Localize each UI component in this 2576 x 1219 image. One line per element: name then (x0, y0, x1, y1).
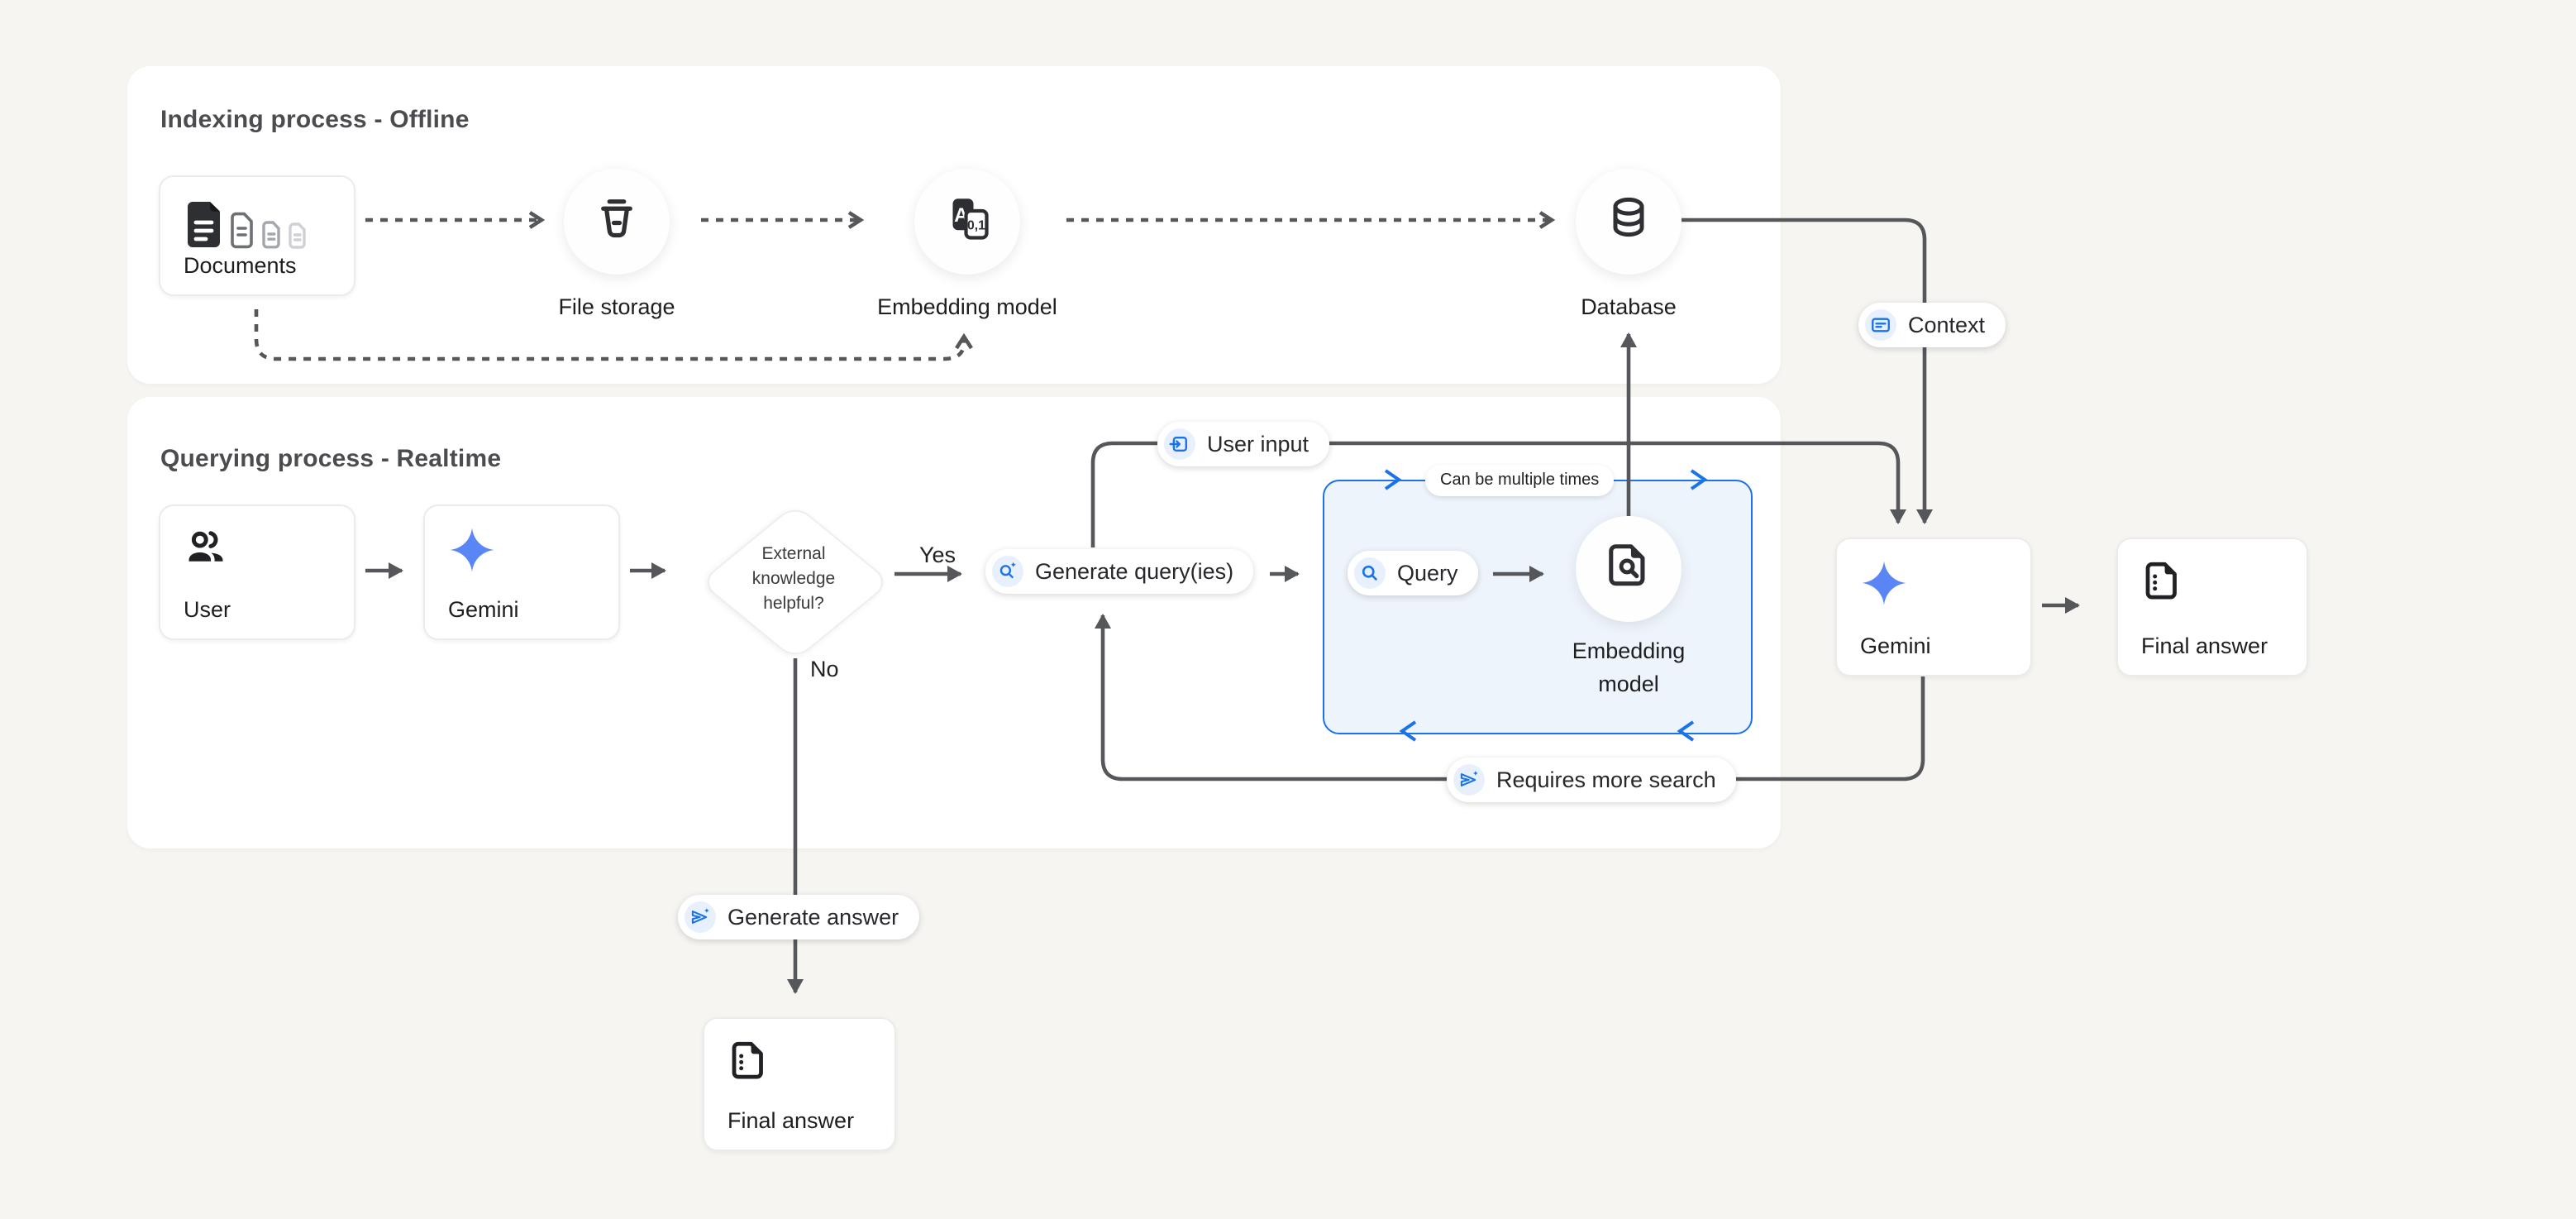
user-label: User (184, 597, 231, 622)
user-input-pill: User input (1157, 422, 1329, 466)
users-icon (184, 526, 228, 579)
document-search-icon (1605, 541, 1653, 597)
final-answer-right-label: Final answer (2141, 633, 2268, 658)
indexing-panel-title: Indexing process - Offline (160, 106, 470, 134)
can-be-multiple-times-label: Can be multiple times (1440, 471, 1600, 490)
send-spark-icon (1453, 764, 1485, 796)
embedding-model-node: A 0,1 (914, 169, 1020, 275)
loop-arrow-top-left (1384, 469, 1402, 490)
login-icon (1164, 428, 1195, 460)
query-pill: Query (1348, 551, 1478, 595)
gemini-final-node: Gemini (1835, 538, 2032, 676)
edge-requires-more-search-loop (1095, 614, 1925, 782)
no-edge-label: No (810, 657, 839, 681)
querying-panel-title: Querying process - Realtime (160, 445, 502, 473)
gemini-star-icon (1860, 559, 1908, 615)
database-icon (1604, 193, 1653, 251)
requires-more-search-pill: Requires more search (1447, 758, 1736, 802)
context-icon (1865, 309, 1896, 341)
user-input-label: User input (1207, 432, 1309, 457)
gemini-label: Gemini (448, 597, 519, 622)
gemini-star-icon (448, 526, 496, 582)
gemini-final-label: Gemini (1860, 633, 1931, 658)
query-embedding-model-label: Embedding model (1572, 638, 1686, 697)
database-label: Database (1581, 294, 1677, 319)
query-label: Query (1397, 561, 1458, 586)
generate-answer-label: Generate answer (727, 905, 899, 930)
gemini-node: Gemini (423, 504, 620, 640)
text-to-vector-icon: A 0,1 (942, 193, 992, 251)
search-spark-icon (992, 556, 1023, 587)
final-answer-bottom-node: Final answer (703, 1017, 896, 1151)
loop-arrow-bottom-right (1677, 720, 1695, 742)
can-be-multiple-times-pill: Can be multiple times (1425, 465, 1615, 496)
loop-arrow-bottom-left (1399, 720, 1417, 742)
summary-document-icon (2141, 559, 2184, 610)
yes-edge-label: Yes (919, 543, 956, 567)
send-spark-icon (685, 901, 716, 933)
context-pill: Context (1858, 303, 2006, 347)
documents-icon (184, 200, 312, 258)
edge-userinput-to-gemini (1090, 441, 1906, 547)
storage-bucket-icon (592, 193, 642, 251)
loop-arrow-top-right (1690, 469, 1708, 490)
query-embedding-model-node (1576, 516, 1682, 622)
user-node: User (159, 504, 355, 640)
decision-label: External knowledge helpful? (751, 544, 836, 614)
generate-queries-label: Generate query(ies) (1035, 559, 1234, 584)
svg-text:0,1: 0,1 (967, 218, 985, 232)
search-icon (1354, 557, 1386, 589)
edge-database-context-to-gemini (1682, 218, 1933, 524)
generate-queries-pill: Generate query(ies) (985, 549, 1254, 594)
generate-answer-pill: Generate answer (678, 895, 919, 939)
file-storage-label: File storage (558, 294, 675, 319)
final-answer-bottom-label: Final answer (727, 1108, 855, 1133)
summary-document-icon (727, 1039, 770, 1090)
documents-node: Documents (159, 175, 355, 296)
file-storage-node (564, 169, 670, 275)
context-pill-label: Context (1908, 313, 1986, 337)
documents-label: Documents (184, 253, 297, 278)
retrieval-loop-box (1323, 480, 1753, 734)
requires-more-search-label: Requires more search (1496, 767, 1716, 792)
final-answer-right-node: Final answer (2116, 538, 2308, 676)
database-node (1576, 169, 1682, 275)
embedding-model-label: Embedding model (877, 294, 1057, 319)
